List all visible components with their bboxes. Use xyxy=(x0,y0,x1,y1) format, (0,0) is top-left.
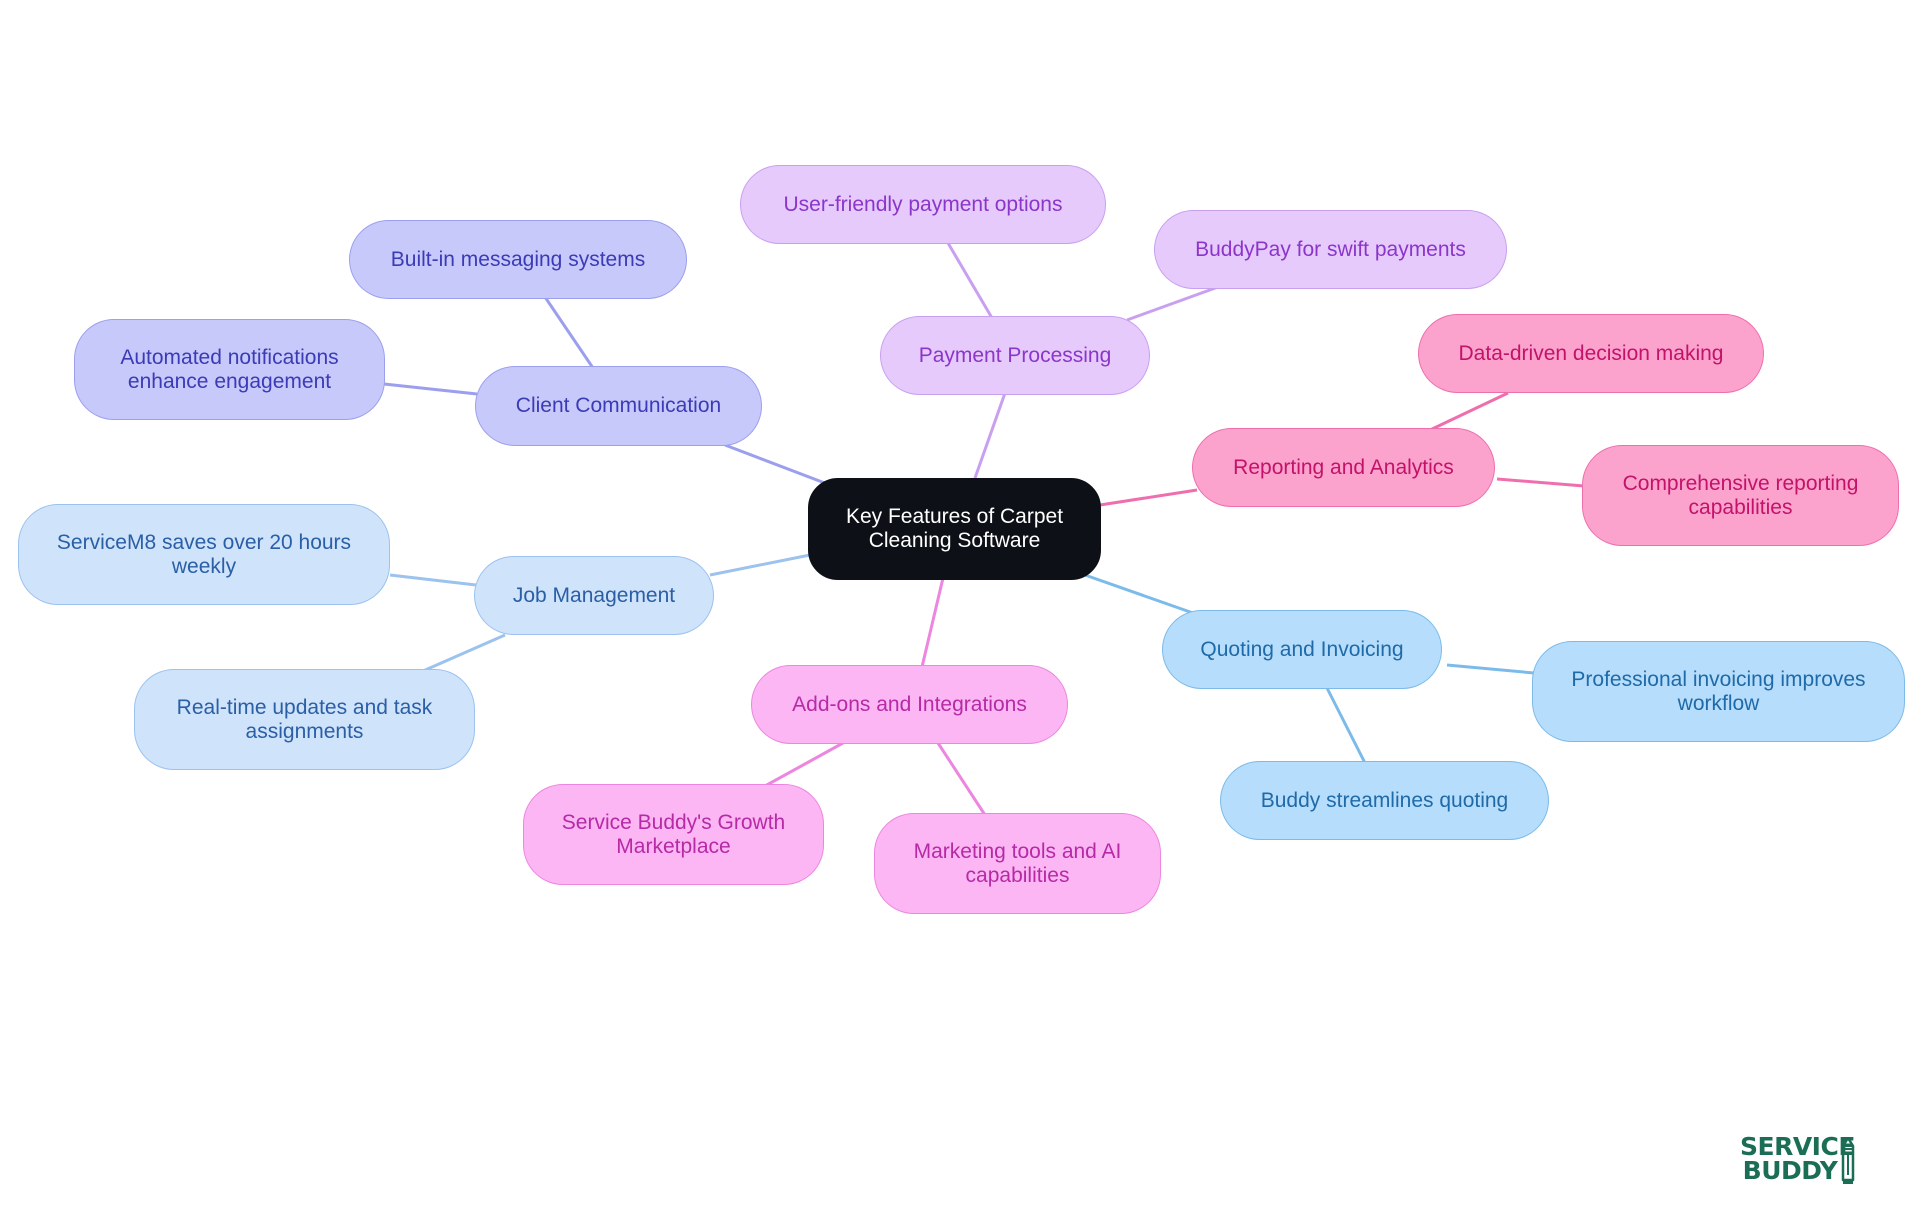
edge-pay-buddypay xyxy=(1126,285,1219,322)
edge-comm-automated xyxy=(383,382,478,396)
edge-root-payment-processing xyxy=(973,392,1007,479)
edge-root-job-management xyxy=(709,553,811,577)
edge-add-growth xyxy=(764,741,844,788)
leaf-user-friendly-payment: User-friendly payment options xyxy=(740,165,1106,244)
leaf-real-time-updates: Real-time updates and task assignments xyxy=(134,669,475,770)
branch-reporting-analytics: Reporting and Analytics xyxy=(1192,428,1495,507)
edge-rep-comprehensive xyxy=(1496,477,1585,488)
root-node: Key Features of Carpet Cleaning Software xyxy=(808,478,1101,580)
leaf-automated-notifications: Automated notifications enhance engageme… xyxy=(74,319,385,420)
edge-quo-buddy xyxy=(1325,687,1367,764)
leaf-marketing-tools: Marketing tools and AI capabilities xyxy=(874,813,1161,914)
logo-line-2: BUDDY xyxy=(1742,1156,1838,1185)
edge-add-marketing xyxy=(936,742,987,816)
branch-client-communication: Client Communication xyxy=(475,366,762,446)
leaf-buddypay: BuddyPay for swift payments xyxy=(1154,210,1507,289)
leaf-servicem8: ServiceM8 saves over 20 hours weekly xyxy=(18,504,390,605)
edge-job-servicem8 xyxy=(389,573,477,587)
edge-pay-user-friendly xyxy=(946,242,994,319)
leaf-data-driven: Data-driven decision making xyxy=(1418,314,1764,393)
edge-root-quoting-invoicing xyxy=(1084,573,1194,615)
edge-comm-built-in xyxy=(543,296,595,369)
branch-quoting-invoicing: Quoting and Invoicing xyxy=(1162,610,1442,689)
edge-root-addons-integrations xyxy=(920,577,945,668)
leaf-comprehensive-reporting: Comprehensive reporting capabilities xyxy=(1582,445,1899,546)
branch-addons-integrations: Add-ons and Integrations xyxy=(751,665,1068,744)
leaf-buddy-streamlines: Buddy streamlines quoting xyxy=(1220,761,1549,840)
branch-payment-processing: Payment Processing xyxy=(880,316,1150,395)
edge-root-reporting-analytics xyxy=(1099,488,1198,507)
service-buddy-logo: SERVICE BUDDY xyxy=(1740,1132,1860,1185)
edge-job-realtime xyxy=(422,633,506,673)
leaf-growth-marketplace: Service Buddy's Growth Marketplace xyxy=(523,784,824,885)
branch-job-management: Job Management xyxy=(474,556,714,635)
leaf-built-in-messaging: Built-in messaging systems xyxy=(349,220,687,299)
edge-rep-data-driven xyxy=(1429,391,1509,432)
leaf-professional-invoicing: Professional invoicing improves workflow xyxy=(1532,641,1905,742)
edge-quo-professional xyxy=(1446,663,1535,675)
edge-root-client-communication xyxy=(724,443,831,487)
logo-line-1: SERVICE xyxy=(1740,1132,1855,1161)
pencil-icon xyxy=(1841,1137,1855,1184)
